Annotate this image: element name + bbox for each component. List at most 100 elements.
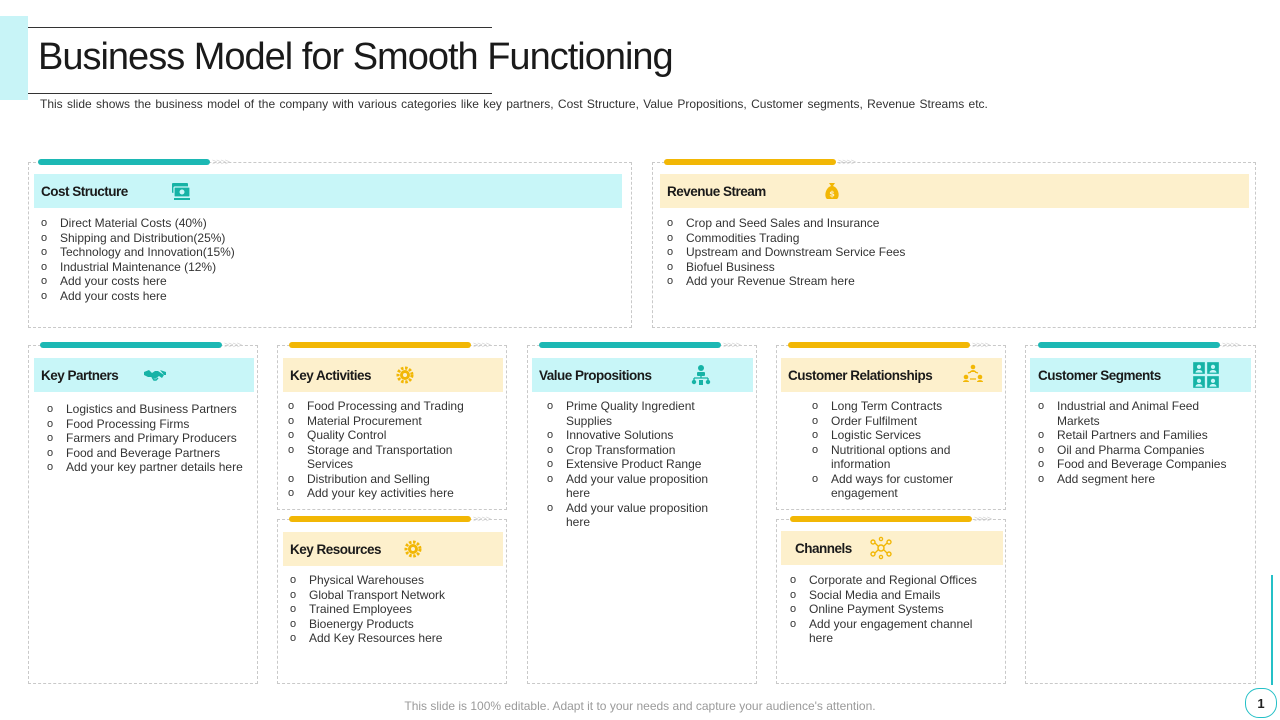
- header-key-partners: Key Partners: [34, 358, 254, 392]
- list-item: Crop Transformation: [547, 443, 732, 458]
- list-item: Food and Beverage Partners: [47, 446, 252, 461]
- tab-bar-value-propositions: [539, 342, 721, 348]
- list-item: Logistics and Business Partners: [47, 402, 252, 417]
- tab-bar-key-partners: [40, 342, 222, 348]
- list-cost-structure: Direct Material Costs (40%)Shipping and …: [41, 216, 601, 303]
- nodes-icon: [870, 536, 892, 560]
- card-title: Cost Structure: [41, 183, 128, 199]
- tab-chevrons: >>>>: [974, 514, 992, 524]
- user-grid-icon: [1193, 362, 1219, 388]
- list-item: Add your value proposition here: [547, 501, 732, 530]
- list-item: Retail Partners and Families: [1038, 428, 1243, 443]
- tab-bar-customer-segments: [1038, 342, 1220, 348]
- card-title: Channels: [795, 540, 852, 556]
- list-channels: Corporate and Regional OfficesSocial Med…: [790, 573, 995, 646]
- list-item: Add your value proposition here: [547, 472, 732, 501]
- footer-note: This slide is 100% editable. Adapt it to…: [404, 699, 876, 713]
- header-customer-relationships: Customer Relationships: [781, 358, 1002, 392]
- list-item: Add your key partner details here: [47, 460, 252, 475]
- title-rule-bottom: [28, 93, 492, 94]
- card-customer-segments[interactable]: [1025, 345, 1256, 684]
- gear-icon: [404, 540, 422, 558]
- card-cost-structure[interactable]: [28, 162, 632, 328]
- list-item: Extensive Product Range: [547, 457, 732, 472]
- list-item: Global Transport Network: [290, 588, 495, 603]
- tab-chevrons: >>>>: [473, 514, 491, 524]
- title-rule-top: [28, 27, 492, 28]
- list-item: Add your engagement channel here: [790, 617, 995, 646]
- card-title: Customer Segments: [1038, 367, 1161, 383]
- list-item: Quality Control: [288, 428, 493, 443]
- tab-chevrons: >>>>: [723, 340, 741, 350]
- tab-bar-key-resources: [289, 516, 471, 522]
- card-title: Key Resources: [290, 541, 382, 557]
- list-item: Logistic Services: [812, 428, 997, 443]
- list-item: Material Procurement: [288, 414, 493, 429]
- list-item: Farmers and Primary Producers: [47, 431, 252, 446]
- page-title: Business Model for Smooth Functioning: [38, 36, 674, 78]
- header-revenue-stream: Revenue Stream $: [660, 174, 1249, 208]
- list-item: Add ways for customer engagement: [812, 472, 997, 501]
- list-item: Oil and Pharma Companies: [1038, 443, 1243, 458]
- list-item: Nutritional options and information: [812, 443, 997, 472]
- header-value-propositions: Value Propositions: [532, 358, 753, 392]
- list-item: Bioenergy Products: [290, 617, 495, 632]
- list-item: Industrial and Animal Feed Markets: [1038, 399, 1243, 428]
- list-item: Direct Material Costs (40%): [41, 216, 601, 231]
- svg-text:$: $: [829, 190, 835, 199]
- list-item: Food and Beverage Companies: [1038, 457, 1243, 472]
- card-revenue-stream[interactable]: [652, 162, 1256, 328]
- tab-chevrons: >>>>: [1222, 340, 1240, 350]
- list-item: Add Key Resources here: [290, 631, 495, 646]
- list-item: Trained Employees: [290, 602, 495, 617]
- people-network-icon: [963, 364, 983, 382]
- tab-chevrons: >>>>: [972, 340, 990, 350]
- list-item: Order Fulfilment: [812, 414, 997, 429]
- card-title: Key Partners: [41, 367, 119, 383]
- list-item: Crop and Seed Sales and Insurance: [667, 216, 1227, 231]
- card-key-partners[interactable]: [28, 345, 258, 684]
- list-item: Food Processing and Trading: [288, 399, 493, 414]
- tab-bar-customer-relationships: [788, 342, 970, 348]
- list-item: Add your costs here: [41, 274, 601, 289]
- list-item: Upstream and Downstream Service Fees: [667, 245, 1227, 260]
- list-key-activities: Food Processing and TradingMaterial Proc…: [288, 399, 493, 501]
- money-icon: [172, 183, 191, 200]
- list-item: Online Payment Systems: [790, 602, 995, 617]
- list-item: Commodities Trading: [667, 231, 1227, 246]
- list-item: Industrial Maintenance (12%): [41, 260, 601, 275]
- money-bag-icon: $: [825, 183, 839, 199]
- list-item: Corporate and Regional Offices: [790, 573, 995, 588]
- page-number-badge: 1: [1245, 688, 1277, 718]
- gear-icon: [396, 366, 414, 384]
- tab-chevrons: >>>>: [212, 157, 230, 167]
- list-item: Technology and Innovation(15%): [41, 245, 601, 260]
- tab-bar-channels: [790, 516, 972, 522]
- list-item: Add your Revenue Stream here: [667, 274, 1227, 289]
- list-item: Prime Quality Ingredient Supplies: [547, 399, 732, 428]
- card-title: Customer Relationships: [788, 367, 933, 383]
- list-item: Distribution and Selling: [288, 472, 493, 487]
- card-title: Value Propositions: [539, 367, 652, 383]
- tab-bar-cost-structure: [38, 159, 210, 165]
- list-item: Social Media and Emails: [790, 588, 995, 603]
- list-item: Shipping and Distribution(25%): [41, 231, 601, 246]
- list-customer-segments: Industrial and Animal Feed MarketsRetail…: [1038, 399, 1243, 486]
- header-key-resources: Key Resources: [283, 532, 503, 566]
- tab-chevrons: >>>>: [838, 157, 856, 167]
- header-channels: Channels: [781, 531, 1003, 565]
- header-customer-segments: Customer Segments: [1030, 358, 1251, 392]
- list-item: Food Processing Firms: [47, 417, 252, 432]
- list-item: Physical Warehouses: [290, 573, 495, 588]
- list-item: Innovative Solutions: [547, 428, 732, 443]
- tab-bar-revenue-stream: [664, 159, 836, 165]
- list-item: Storage and Transportation Services: [288, 443, 493, 472]
- list-item: Add your key activities here: [288, 486, 493, 501]
- list-item: Long Term Contracts: [812, 399, 997, 414]
- list-customer-relationships: Long Term ContractsOrder FulfilmentLogis…: [812, 399, 997, 501]
- card-title: Key Activities: [290, 367, 372, 383]
- title-accent-bar: [0, 16, 28, 100]
- org-chart-icon: [691, 365, 711, 385]
- slide-subtitle: This slide shows the business model of t…: [40, 97, 988, 111]
- right-accent-line: [1271, 575, 1273, 685]
